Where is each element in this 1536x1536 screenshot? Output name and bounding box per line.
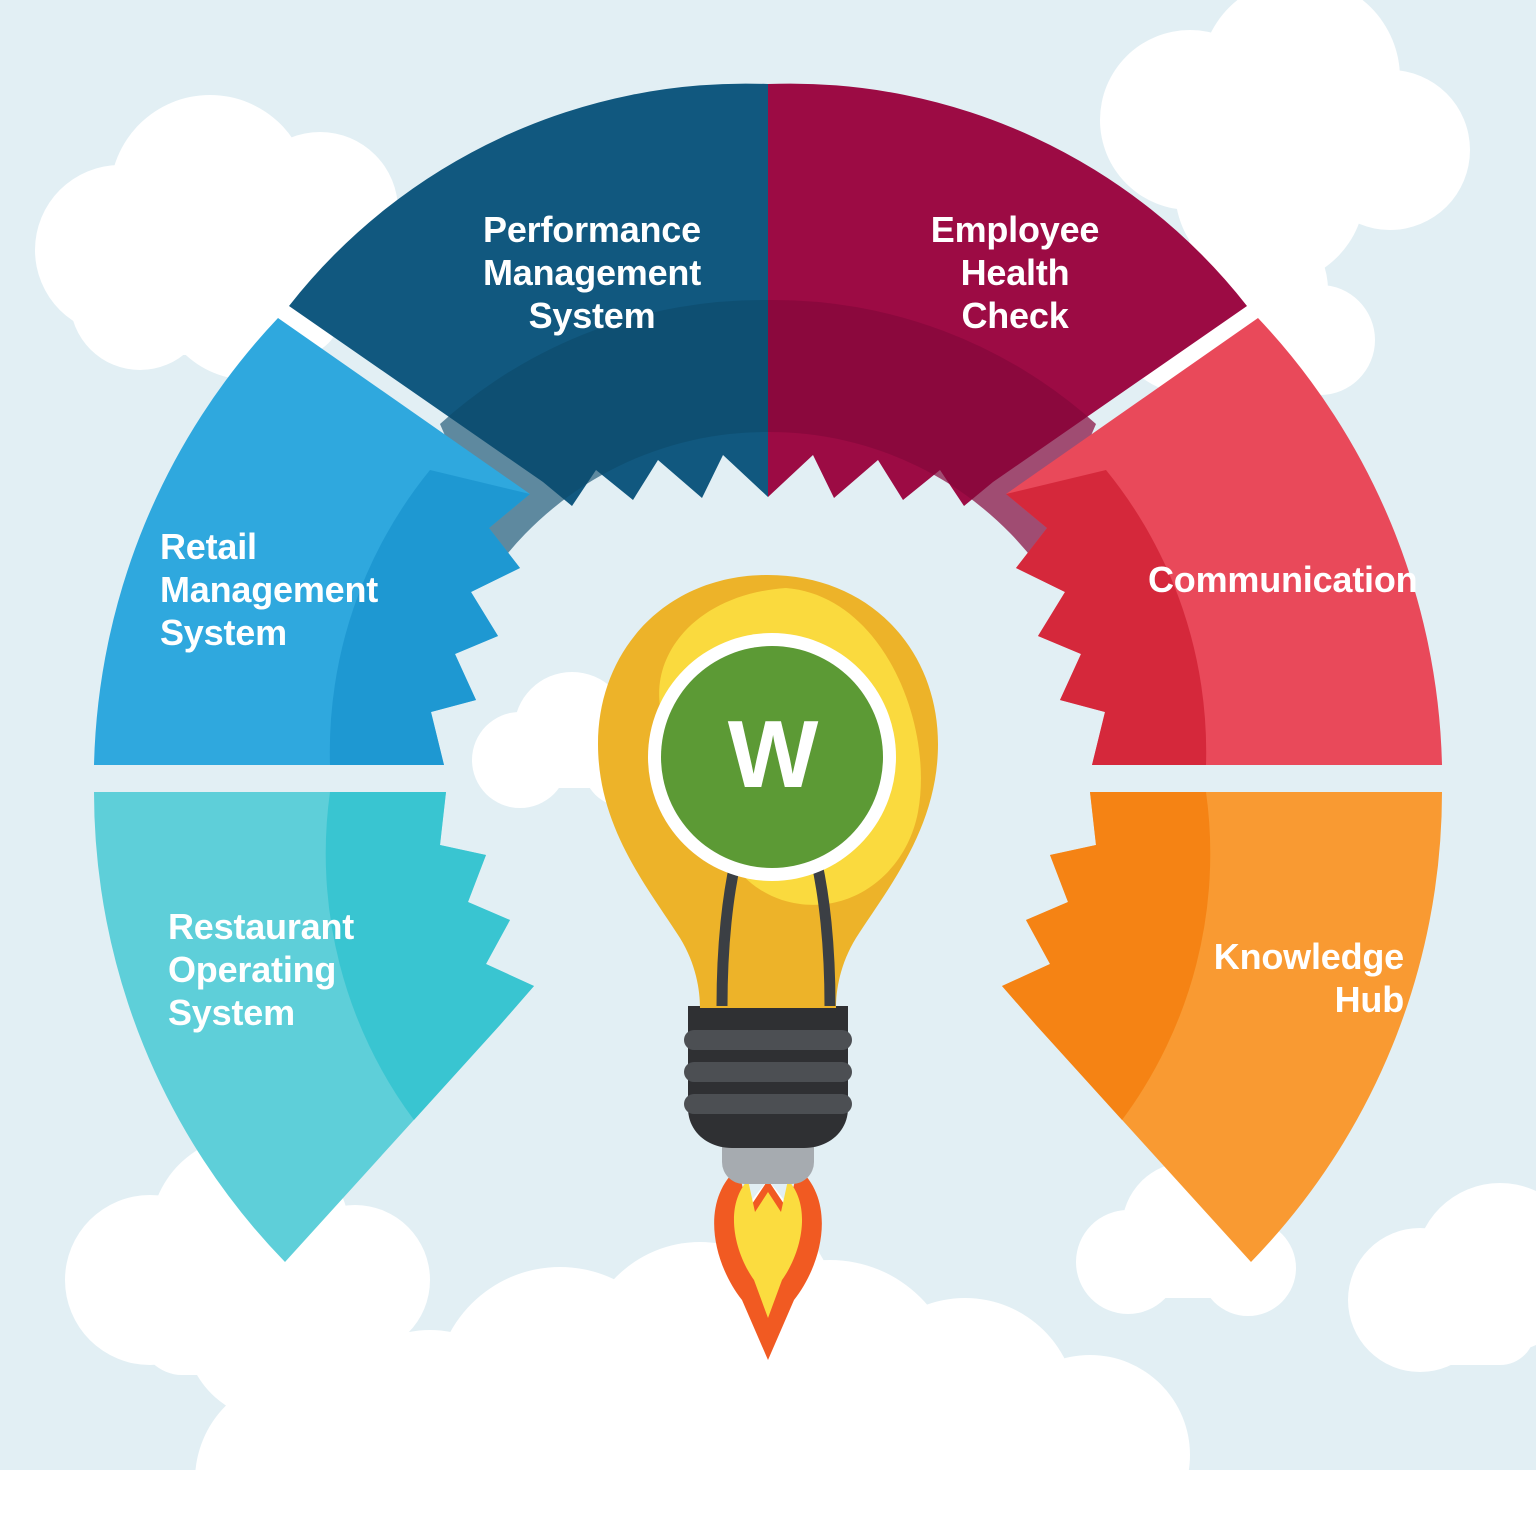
cloud-far-right-low bbox=[1348, 1183, 1536, 1372]
flame-icon bbox=[714, 1168, 822, 1360]
segment-shadow-knowledge-hub bbox=[1002, 792, 1211, 1120]
segment-communication[interactable] bbox=[1006, 318, 1442, 765]
segment-restaurant-operating-system[interactable] bbox=[94, 792, 534, 1262]
segment-retail-management-system[interactable] bbox=[94, 318, 530, 765]
cloud-top-right bbox=[1100, 0, 1470, 285]
segment-shadow-restaurant bbox=[325, 792, 534, 1120]
segment-shadow-retail bbox=[329, 470, 530, 765]
segment-shadow-communication bbox=[1006, 470, 1207, 765]
flame-inner bbox=[733, 1180, 803, 1318]
logo-circle bbox=[661, 646, 883, 868]
segment-knowledge-hub[interactable] bbox=[1002, 792, 1442, 1262]
bulb-screw-base bbox=[684, 1006, 852, 1148]
logo-letter-w: W bbox=[727, 701, 819, 809]
